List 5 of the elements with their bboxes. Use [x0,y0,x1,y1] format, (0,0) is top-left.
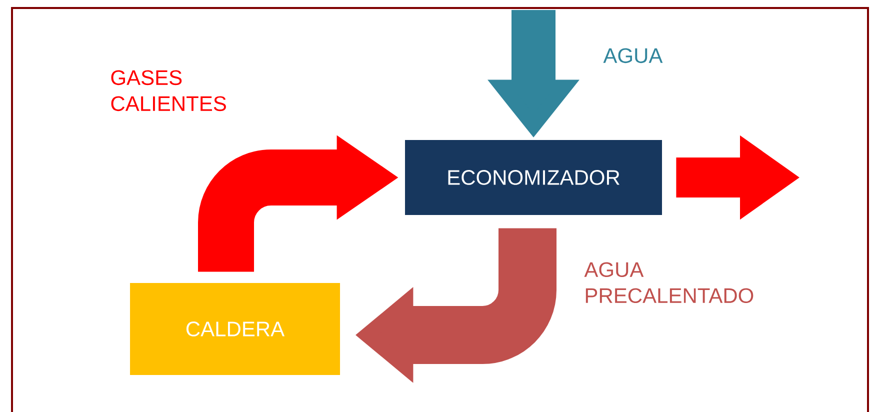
process-box: ECONOMIZADOR [405,140,662,215]
process-box: CALDERA [130,283,340,375]
edge-label: AGUA [603,48,663,64]
edge-label: AGUA PRECALENTADO [584,262,754,304]
edge-label: GASES CALIENTES [111,70,226,112]
